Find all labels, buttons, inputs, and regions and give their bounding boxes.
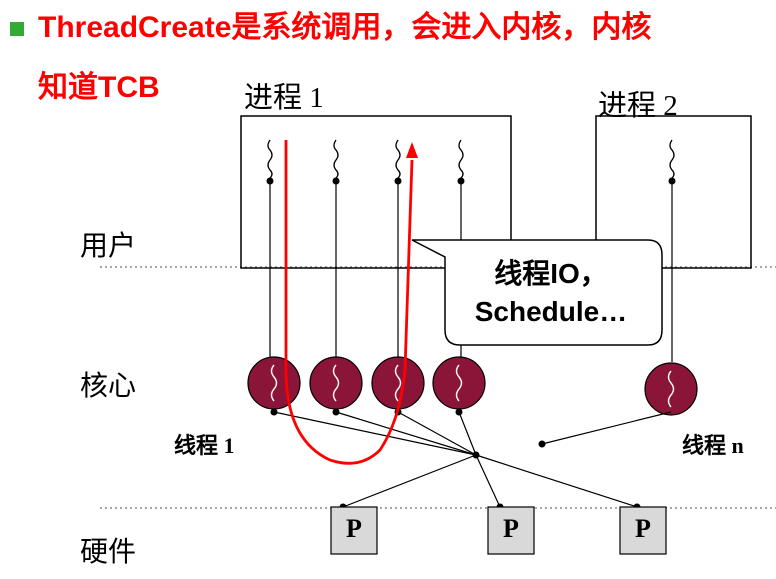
scheduler-links (273, 411, 672, 508)
processor-label: P (635, 514, 651, 543)
processor-boxes (330, 506, 667, 555)
red-path-arrow (284, 140, 414, 465)
layer-label-kernel: 核心 (80, 369, 137, 402)
user-thread-squiggles (267, 139, 675, 179)
processor-box (330, 506, 378, 555)
kernel-threads (247, 356, 698, 416)
user-thread-squiggle (267, 139, 273, 179)
processor-box (619, 506, 667, 555)
callout-line1: 线程IO， (494, 258, 608, 289)
layer-label-hardware: 硬件 (80, 535, 137, 568)
callout-line2: Schedule… (474, 296, 628, 327)
thread-1-label: 线程 1 (174, 433, 235, 458)
layer-label-user: 用户 (80, 229, 137, 262)
user-thread-squiggle (458, 139, 464, 179)
kernel-thread (247, 356, 301, 410)
kernel-thread (644, 362, 698, 416)
slide-title-line1: ThreadCreate是系统调用，会进入内核，内核 (38, 11, 652, 44)
process-2-label: 进程 2 (598, 90, 678, 122)
process-1-label: 进程 1 (244, 82, 324, 114)
square-bullet-icon (10, 22, 24, 36)
user-thread-squiggle (669, 139, 675, 179)
process-2-box (595, 115, 752, 269)
processor-box (487, 506, 535, 555)
arrowhead-icon (406, 142, 418, 158)
callout-bubble (411, 239, 663, 346)
kernel-thread (432, 356, 486, 410)
process-1-box (240, 115, 512, 269)
kernel-thread (309, 356, 363, 410)
user-thread-squiggle (395, 139, 401, 179)
processor-label: P (346, 514, 362, 543)
thread-n-label: 线程 n (682, 433, 744, 458)
user-thread-dots (266, 177, 676, 185)
slide-title-line2: 知道TCB (38, 71, 160, 104)
processor-label: P (503, 514, 519, 543)
user-thread-squiggle (333, 139, 339, 179)
kernel-thread (371, 356, 425, 410)
